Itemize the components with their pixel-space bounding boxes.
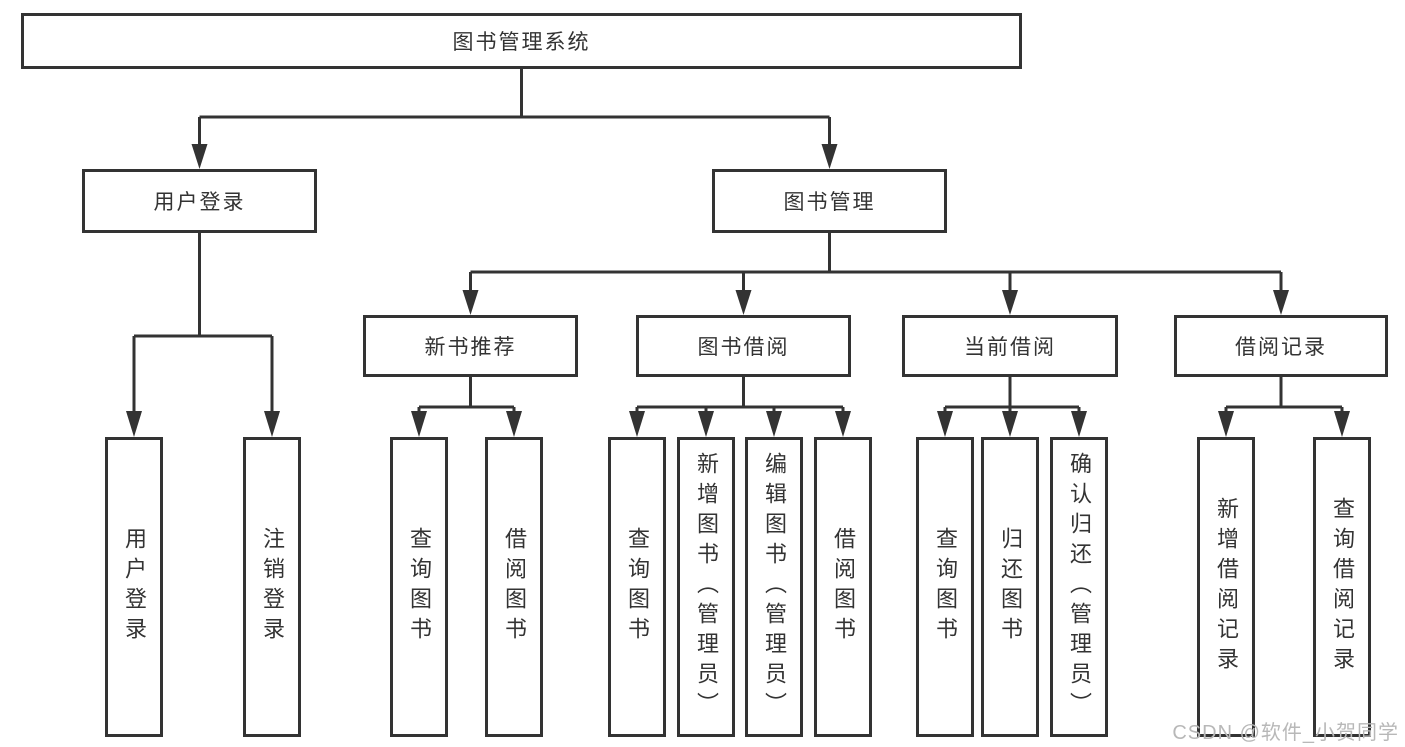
leaf-label: 查询图书 (407, 527, 432, 647)
leaf-label: 用户登录 (122, 527, 147, 647)
arrowhead (835, 411, 851, 437)
edges-new-book (411, 377, 522, 437)
arrowhead (191, 144, 208, 169)
arrowhead (1218, 411, 1234, 437)
arrowhead (766, 411, 782, 437)
leaf-label: 借阅图书 (831, 527, 856, 647)
node-borrow-records: 借阅记录 (1174, 315, 1388, 377)
edges-root (191, 69, 838, 169)
leaf-add-books-admin: 新增图书（管理员） (677, 437, 735, 737)
arrowhead (264, 411, 280, 437)
leaf-edit-books-admin: 编辑图书（管理员） (745, 437, 803, 737)
edges-book-borrow (629, 377, 851, 437)
leaf-query-books: 查询图书 (390, 437, 448, 737)
leaf-query-books: 查询图书 (916, 437, 974, 737)
node-new-book-recommend: 新书推荐 (363, 315, 578, 377)
leaf-label: 查询图书 (933, 527, 958, 647)
node-label: 图书管理 (783, 191, 876, 214)
leaf-label: 归还图书 (998, 527, 1023, 647)
node-book-management: 图书管理 (712, 169, 947, 233)
leaf-label: 注销登录 (260, 527, 285, 647)
leaf-borrow-books: 借阅图书 (485, 437, 543, 737)
node-system-root: 图书管理系统 (21, 13, 1022, 69)
csdn-watermark: CSDN @软件_小贺同学 (1172, 722, 1399, 744)
arrowhead (735, 290, 752, 315)
arrowhead (462, 290, 479, 315)
edges-user-login (126, 233, 280, 437)
leaf-query-borrow-record: 查询借阅记录 (1313, 437, 1371, 737)
node-user-login: 用户登录 (82, 169, 317, 233)
arrowhead (1071, 411, 1087, 437)
leaf-label: 查询借阅记录 (1330, 497, 1355, 677)
arrowhead (126, 411, 142, 437)
node-label: 借阅记录 (1235, 336, 1327, 359)
leaf-label: 新增图书（管理员） (694, 452, 719, 722)
leaf-return-books: 归还图书 (981, 437, 1039, 737)
arrowhead (629, 411, 645, 437)
arrowhead (1273, 290, 1289, 315)
leaf-label: 新增借阅记录 (1214, 497, 1239, 677)
node-current-borrowing: 当前借阅 (902, 315, 1118, 377)
leaf-confirm-return-admin: 确认归还（管理员） (1050, 437, 1108, 737)
node-label: 图书借阅 (697, 336, 790, 359)
edges-book-mgmt (462, 233, 1289, 315)
leaf-query-books: 查询图书 (608, 437, 666, 737)
node-label: 新书推荐 (424, 336, 517, 359)
edges-borrow-record (1218, 377, 1350, 437)
arrowhead (1002, 290, 1018, 315)
node-label: 图书管理系统 (452, 31, 591, 54)
leaf-borrow-books: 借阅图书 (814, 437, 872, 737)
arrowhead (1002, 411, 1018, 437)
arrowhead (821, 144, 838, 169)
node-label: 用户登录 (153, 191, 246, 214)
leaf-label: 确认归还（管理员） (1067, 452, 1092, 722)
node-label: 当前借阅 (964, 336, 1056, 359)
arrowhead (1334, 411, 1350, 437)
leaf-user-login: 用户登录 (105, 437, 163, 737)
arrowhead (698, 411, 714, 437)
leaf-logout: 注销登录 (243, 437, 301, 737)
arrowhead (506, 411, 522, 437)
leaf-label: 查询图书 (625, 527, 650, 647)
leaf-label: 编辑图书（管理员） (762, 452, 787, 722)
node-book-borrowing: 图书借阅 (636, 315, 851, 377)
leaf-add-borrow-record: 新增借阅记录 (1197, 437, 1255, 737)
leaf-label: 借阅图书 (502, 527, 527, 647)
arrowhead (937, 411, 953, 437)
arrowhead (411, 411, 427, 437)
edges-current-borrow (937, 377, 1087, 437)
